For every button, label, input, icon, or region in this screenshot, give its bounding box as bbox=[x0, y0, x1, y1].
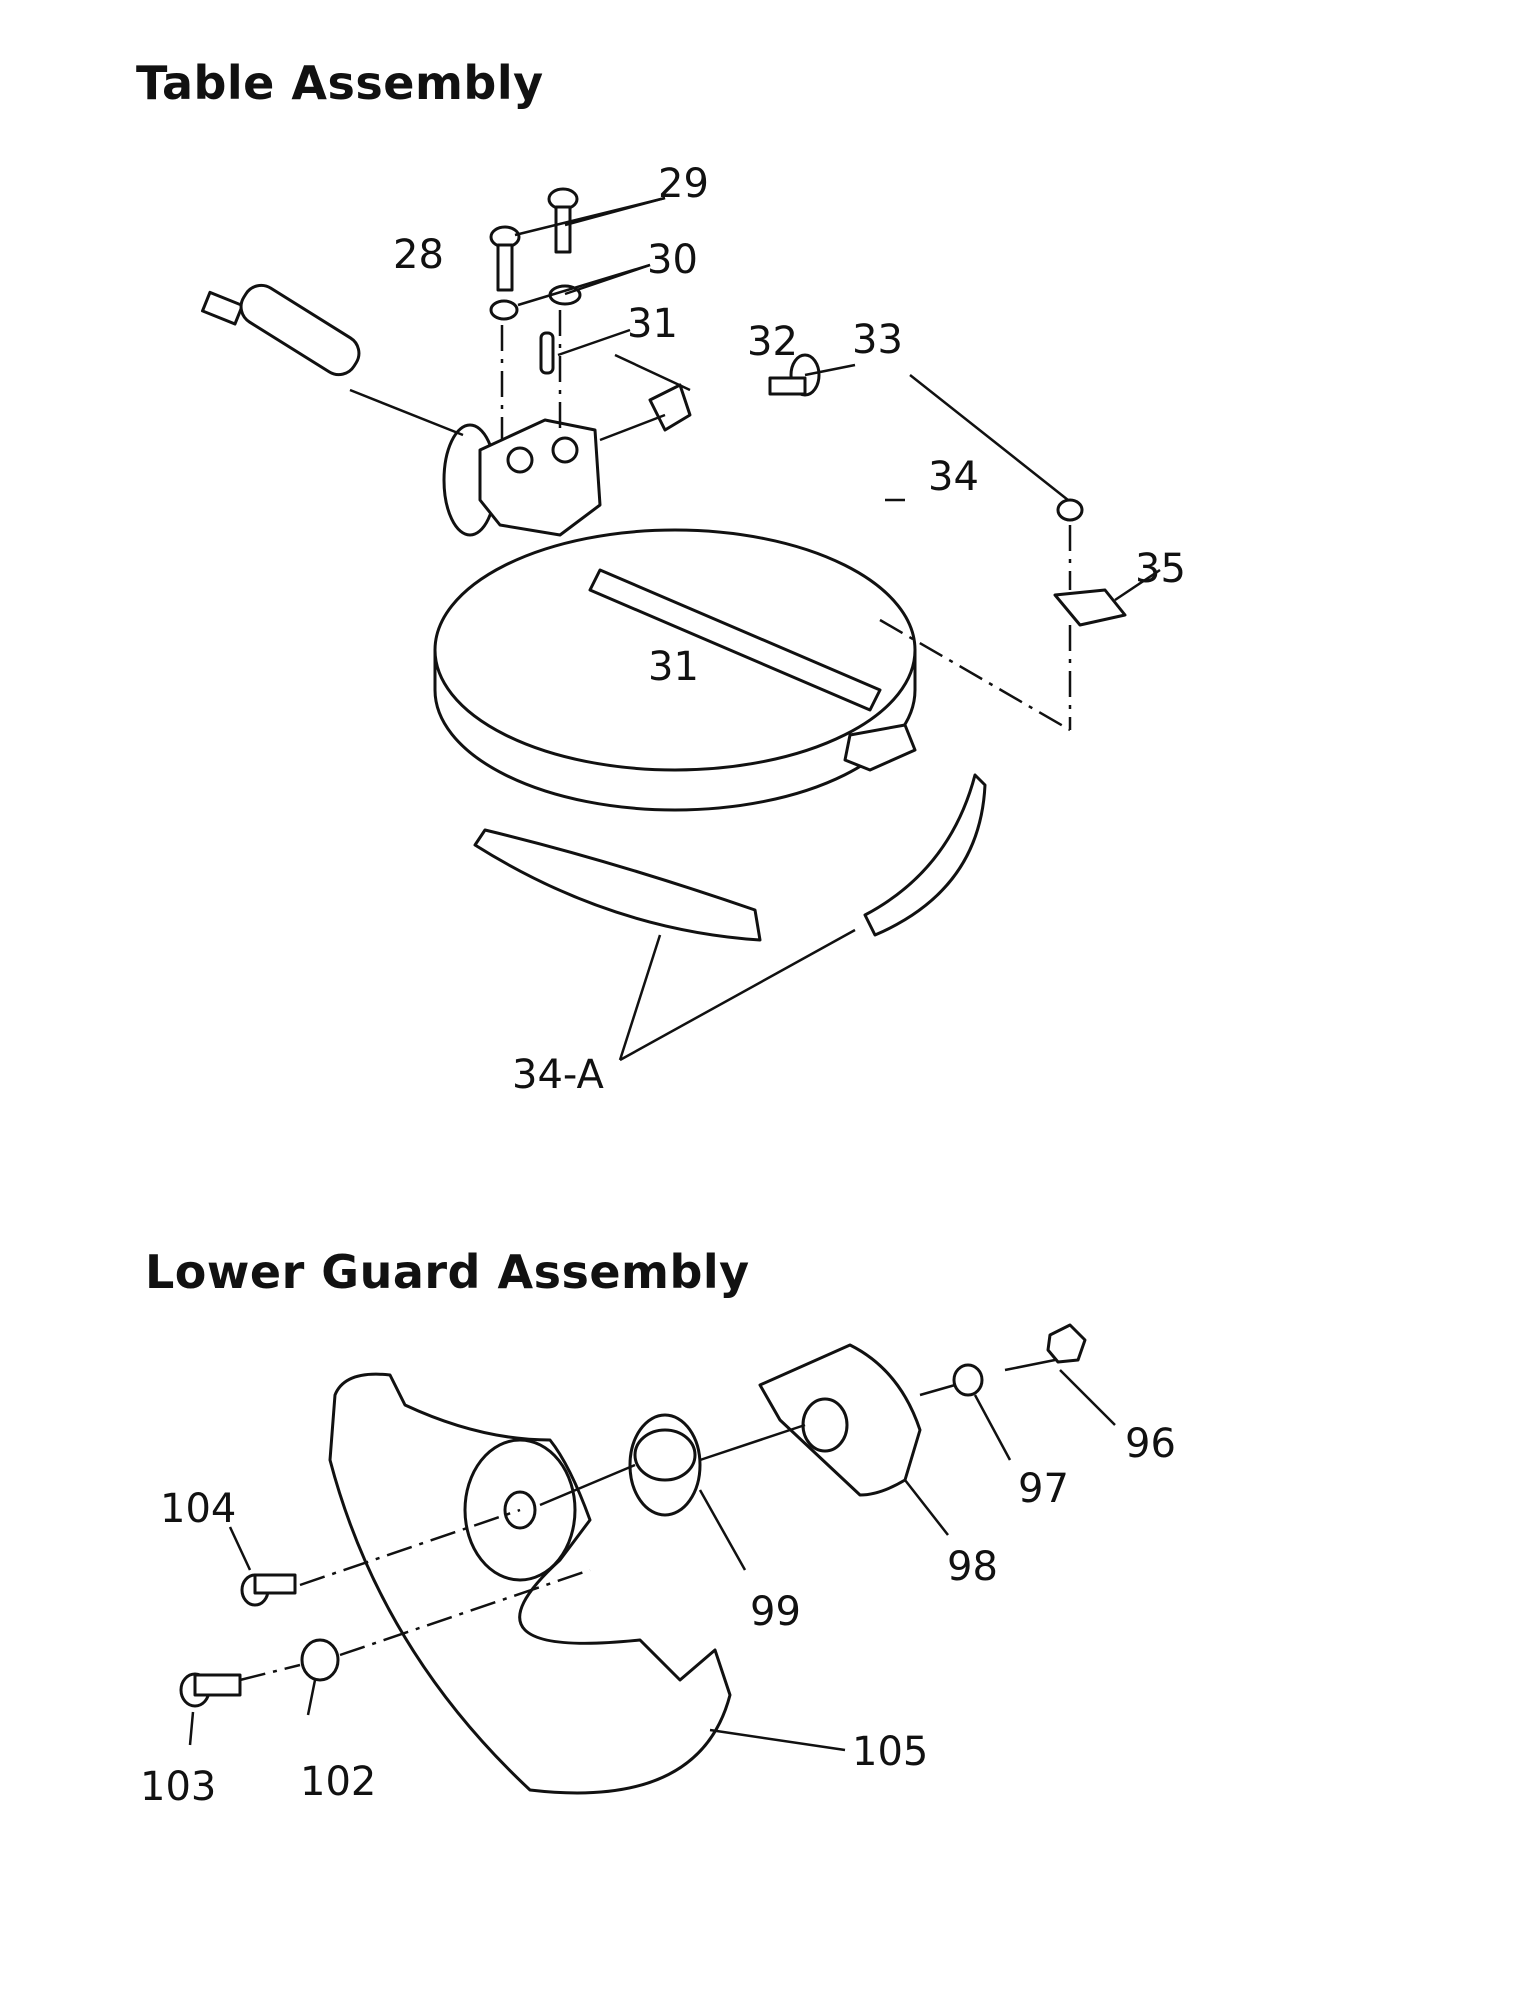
part-35-lock bbox=[1053, 588, 1127, 627]
part-99-bushing bbox=[628, 1413, 702, 1517]
callout-104: 104 bbox=[160, 1486, 236, 1532]
callout-30: 30 bbox=[647, 237, 698, 283]
callout-31-top: 31 bbox=[627, 301, 678, 347]
callout-96: 96 bbox=[1125, 1421, 1176, 1467]
table-callouts: 28 29 30 31 32 33 34 31 35 34-A bbox=[393, 161, 1186, 1098]
part-34-table bbox=[433, 528, 917, 812]
callout-97: 97 bbox=[1018, 1466, 1069, 1512]
callout-103: 103 bbox=[140, 1764, 216, 1810]
part-105-guard bbox=[328, 1372, 732, 1795]
callout-32: 32 bbox=[747, 319, 798, 365]
callout-28: 28 bbox=[393, 232, 444, 278]
lower-guard-assembly-title: Lower Guard Assembly bbox=[145, 1245, 750, 1299]
callout-34-a: 34-A bbox=[512, 1052, 604, 1098]
callout-98: 98 bbox=[947, 1544, 998, 1590]
table-assembly-title: Table Assembly bbox=[136, 56, 544, 110]
callout-33: 33 bbox=[852, 317, 903, 363]
part-98-plate bbox=[758, 1343, 922, 1497]
callout-102: 102 bbox=[300, 1759, 376, 1805]
lower-guard-assembly-drawing: 96 97 98 99 104 103 102 105 bbox=[140, 1323, 1176, 1810]
callout-31-lower: 31 bbox=[648, 644, 699, 690]
callout-99: 99 bbox=[750, 1589, 801, 1635]
table-leader-lines bbox=[349, 196, 1161, 1062]
callout-29: 29 bbox=[658, 161, 709, 207]
part-33-knob bbox=[768, 353, 1084, 522]
table-bracket bbox=[442, 418, 602, 537]
part-103-screw bbox=[179, 1672, 242, 1708]
part-28-shaft bbox=[200, 283, 361, 377]
part-97-nut bbox=[952, 1363, 984, 1397]
guard-callouts: 96 97 98 99 104 103 102 105 bbox=[140, 1421, 1176, 1810]
part-29-bolts bbox=[489, 187, 579, 292]
part-96-nut bbox=[1046, 1323, 1087, 1364]
part-34-a-inserts bbox=[473, 773, 987, 942]
part-31-pin bbox=[539, 331, 555, 375]
table-assembly-drawing: 28 29 30 31 32 33 34 31 35 34-A bbox=[200, 161, 1186, 1098]
part-30-washers bbox=[489, 284, 582, 321]
callout-105: 105 bbox=[852, 1729, 928, 1775]
guard-leader-lines bbox=[188, 1358, 1116, 1752]
part-104-screw bbox=[240, 1573, 297, 1607]
callout-34: 34 bbox=[928, 454, 979, 500]
callout-35: 35 bbox=[1135, 546, 1186, 592]
part-102-spacer bbox=[300, 1638, 340, 1682]
part-32-plate bbox=[648, 383, 692, 432]
